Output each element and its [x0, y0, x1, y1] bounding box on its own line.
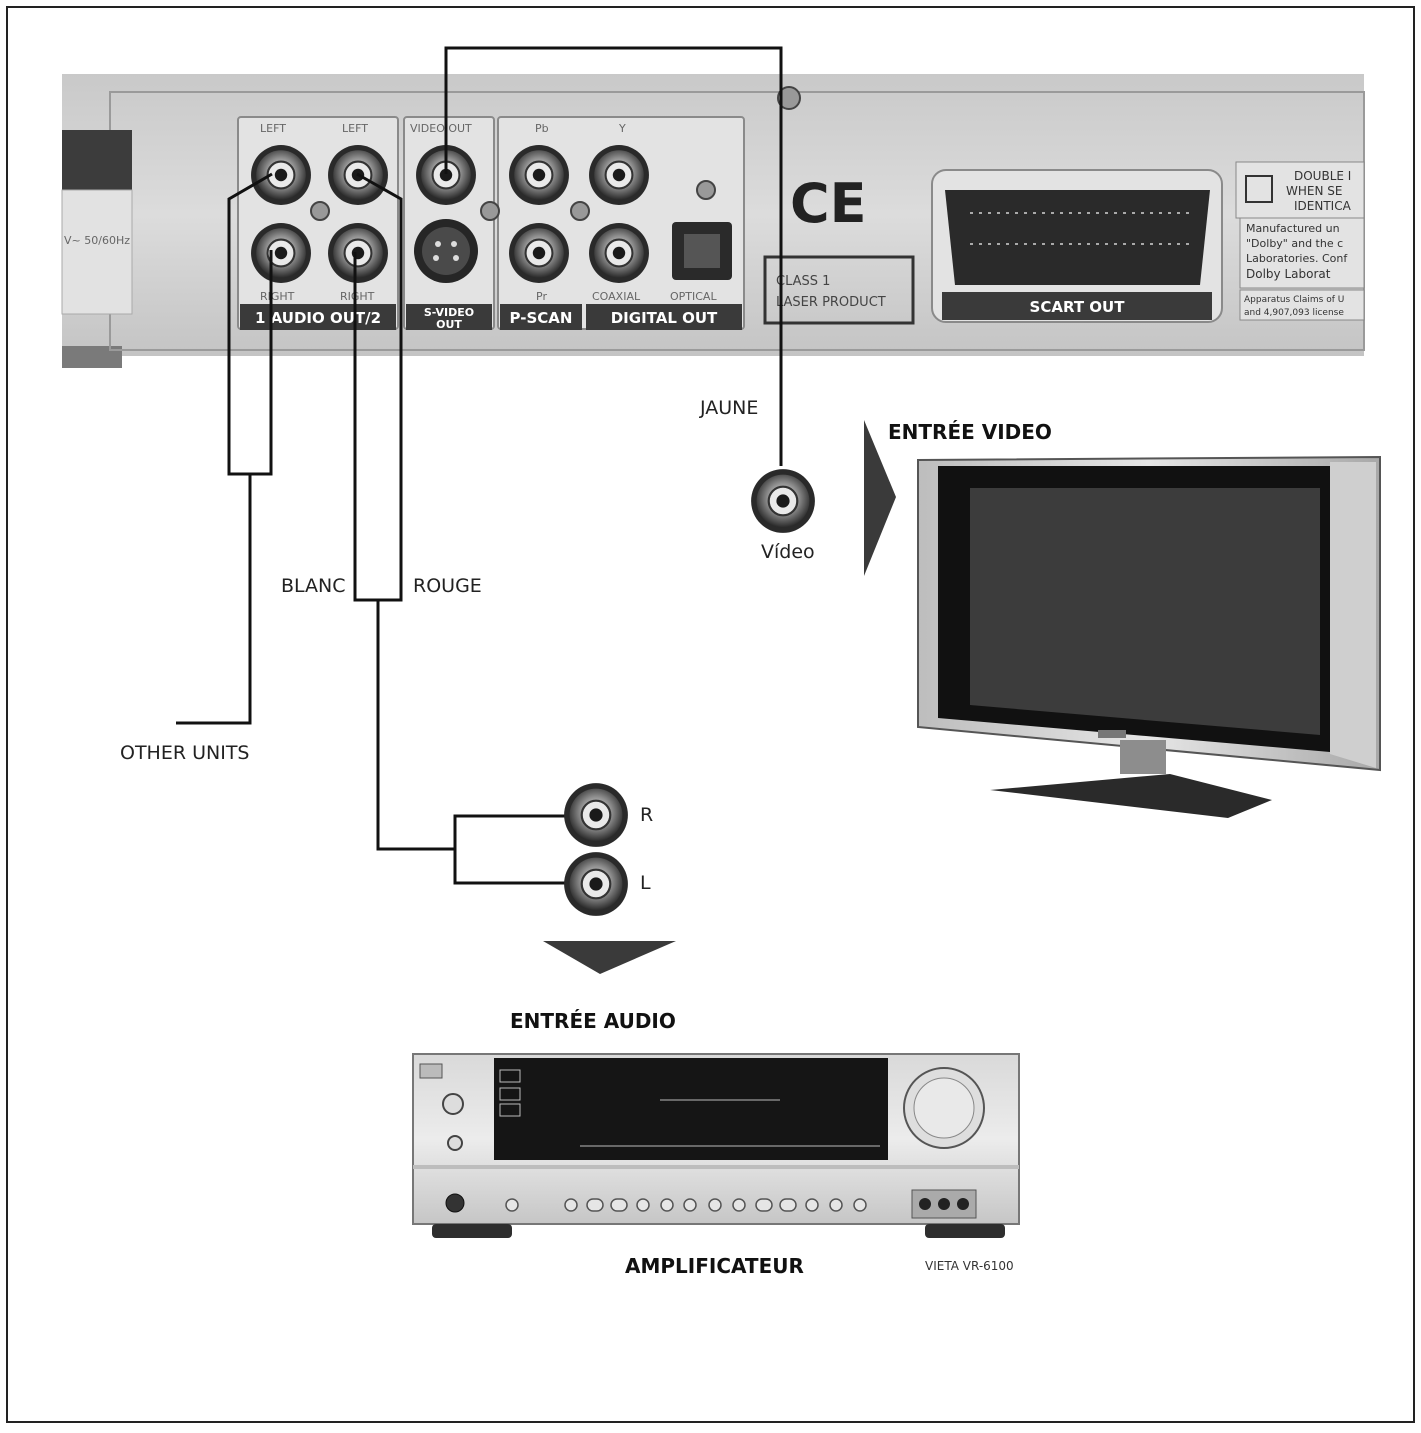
notice-line-3: IDENTICA	[1294, 199, 1352, 213]
amplifier-foot-left	[432, 1224, 512, 1238]
amplifier-display-panel	[494, 1058, 888, 1160]
dolby-line-2: "Dolby" and the c	[1246, 237, 1343, 250]
tv-speaker	[1330, 462, 1376, 768]
amplifier-phones-jack	[445, 1193, 465, 1213]
dolby-line-3: Laboratories. Conf	[1246, 252, 1348, 265]
video-cable	[444, 46, 783, 466]
strip-svideo-line1: S-VIDEO	[424, 306, 474, 319]
apparatus-line-1: Apparatus Claims of U	[1244, 295, 1344, 305]
jack-label-pr: Pr	[536, 290, 547, 303]
pb-jack	[508, 144, 570, 206]
y-jack	[588, 144, 650, 206]
apparatus-notice	[1239, 289, 1365, 321]
dolby-line-4: Dolby Laborat	[1246, 267, 1331, 281]
notice-line-2: WHEN SE	[1286, 184, 1342, 198]
double-insulation-notice	[1235, 161, 1365, 219]
audio-right-1-jack	[250, 222, 312, 284]
label-l: L	[640, 872, 651, 894]
arrow-to-tv	[864, 420, 896, 576]
audio-input-l-jack	[563, 851, 629, 917]
dolby-line-1: Manufactured un	[1246, 222, 1340, 235]
tv-illustration	[917, 455, 1381, 818]
page-border	[6, 6, 1415, 1423]
label-r: R	[640, 804, 653, 826]
jack-label-left-1: LEFT	[260, 122, 286, 135]
notice-line-1: DOUBLE I	[1294, 169, 1351, 183]
label-jaune: JAUNE	[699, 397, 758, 419]
tv-stand-base	[990, 774, 1272, 818]
jack-label-coaxial: COAXIAL	[592, 290, 641, 303]
voltage-label: V~ 50/60Hz	[64, 234, 130, 247]
heading-entree-audio: ENTRÉE AUDIO	[510, 1009, 676, 1033]
optical-jack	[672, 222, 732, 280]
apparatus-line-2: and 4,907,093 license	[1244, 308, 1344, 318]
ce-mark: CE	[790, 172, 867, 235]
jack-label-right-2: RIGHT	[340, 290, 375, 303]
scart-connector	[945, 190, 1210, 285]
tv-logo	[1098, 730, 1126, 738]
other-units-cable	[176, 172, 273, 725]
pr-jack	[508, 222, 570, 284]
amplifier-brand-badge	[419, 1063, 443, 1079]
jack-label-right-1: RIGHT	[260, 290, 295, 303]
power-label-plate	[62, 130, 132, 190]
jack-label-video-out: VIDEO OUT	[410, 122, 472, 135]
dolby-notice	[1239, 217, 1365, 289]
arrow-to-amplifier	[543, 941, 676, 974]
label-blanc: BLANC	[281, 575, 346, 597]
laser-label-box	[763, 255, 915, 325]
jack-label-optical: OPTICAL	[670, 290, 717, 303]
strip-svideo-line2: OUT	[436, 318, 462, 331]
coaxial-jack	[588, 222, 650, 284]
amplifier-button-row	[505, 1198, 867, 1212]
laser-label-line1: CLASS 1	[776, 274, 830, 289]
amplifier-standby-button	[447, 1135, 463, 1151]
strip-audio-out: 1 AUDIO OUT/2	[255, 309, 381, 327]
audio-right-2-jack	[327, 222, 389, 284]
amplifier-cable	[353, 172, 572, 885]
strip-digital-out: DIGITAL OUT	[611, 309, 718, 327]
label-video: Vídeo	[761, 541, 815, 563]
dvd-rear-panel: V~ 50/60Hz LEFT LEFT RIGHT RIGHT VIDEO O…	[61, 74, 1365, 368]
tv-screen	[970, 488, 1320, 735]
cables	[176, 46, 783, 885]
jack-label-left-2: LEFT	[342, 122, 368, 135]
laser-label-line2: LASER PRODUCT	[776, 295, 886, 310]
heading-amplificateur: AMPLIFICATEUR	[625, 1254, 804, 1278]
label-other-units: OTHER UNITS	[120, 742, 249, 764]
audio-left-1-jack	[250, 144, 312, 206]
tv-neck	[1120, 740, 1166, 774]
strip-scart-out: SCART OUT	[1030, 298, 1126, 316]
video-input-jack	[750, 468, 816, 534]
label-rouge: ROUGE	[413, 575, 482, 597]
amplifier-illustration	[412, 1053, 1020, 1238]
amplifier-foot-right	[925, 1224, 1005, 1238]
svideo-jack	[414, 219, 478, 283]
heading-entree-video: ENTRÉE VIDEO	[888, 420, 1052, 444]
panel-screws	[310, 86, 801, 221]
jack-label-y: Y	[618, 122, 626, 135]
strip-pscan: P-SCAN	[510, 309, 573, 327]
amplifier-model: VIETA VR-6100	[925, 1259, 1014, 1273]
jack-label-pb: Pb	[535, 122, 549, 135]
amplifier-power-button	[442, 1093, 464, 1115]
audio-input-r-jack	[563, 782, 629, 848]
